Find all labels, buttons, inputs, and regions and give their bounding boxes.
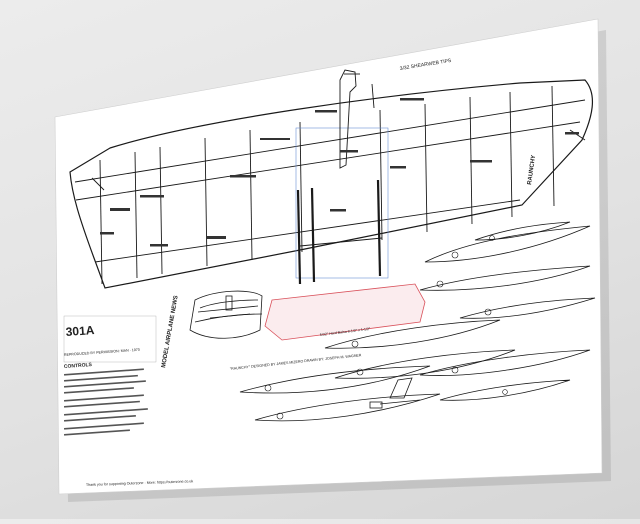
- landing-gear-detail: [369, 377, 421, 409]
- footer-text: Thank you for supporting Outerzone · Mor…: [86, 479, 194, 487]
- plan-sheet: [54, 18, 603, 495]
- rib-templates: [194, 221, 596, 422]
- hatch-outline: [264, 283, 426, 341]
- rib-lightening-holes: [264, 235, 508, 420]
- notes-heading: CONTROLS: [64, 362, 93, 370]
- hatch-label: 5/32" Hard Balsa 8-1/2" x 1-1/2": [320, 327, 372, 337]
- plan-number: 301A: [65, 323, 95, 339]
- wing-annotations: [100, 98, 579, 247]
- wing-plan: [69, 69, 593, 289]
- reference-line: REPRODUCED BY PERMISSION: MAN · 1970: [64, 348, 140, 357]
- wing-name-label: RAUNCHY: [527, 155, 537, 186]
